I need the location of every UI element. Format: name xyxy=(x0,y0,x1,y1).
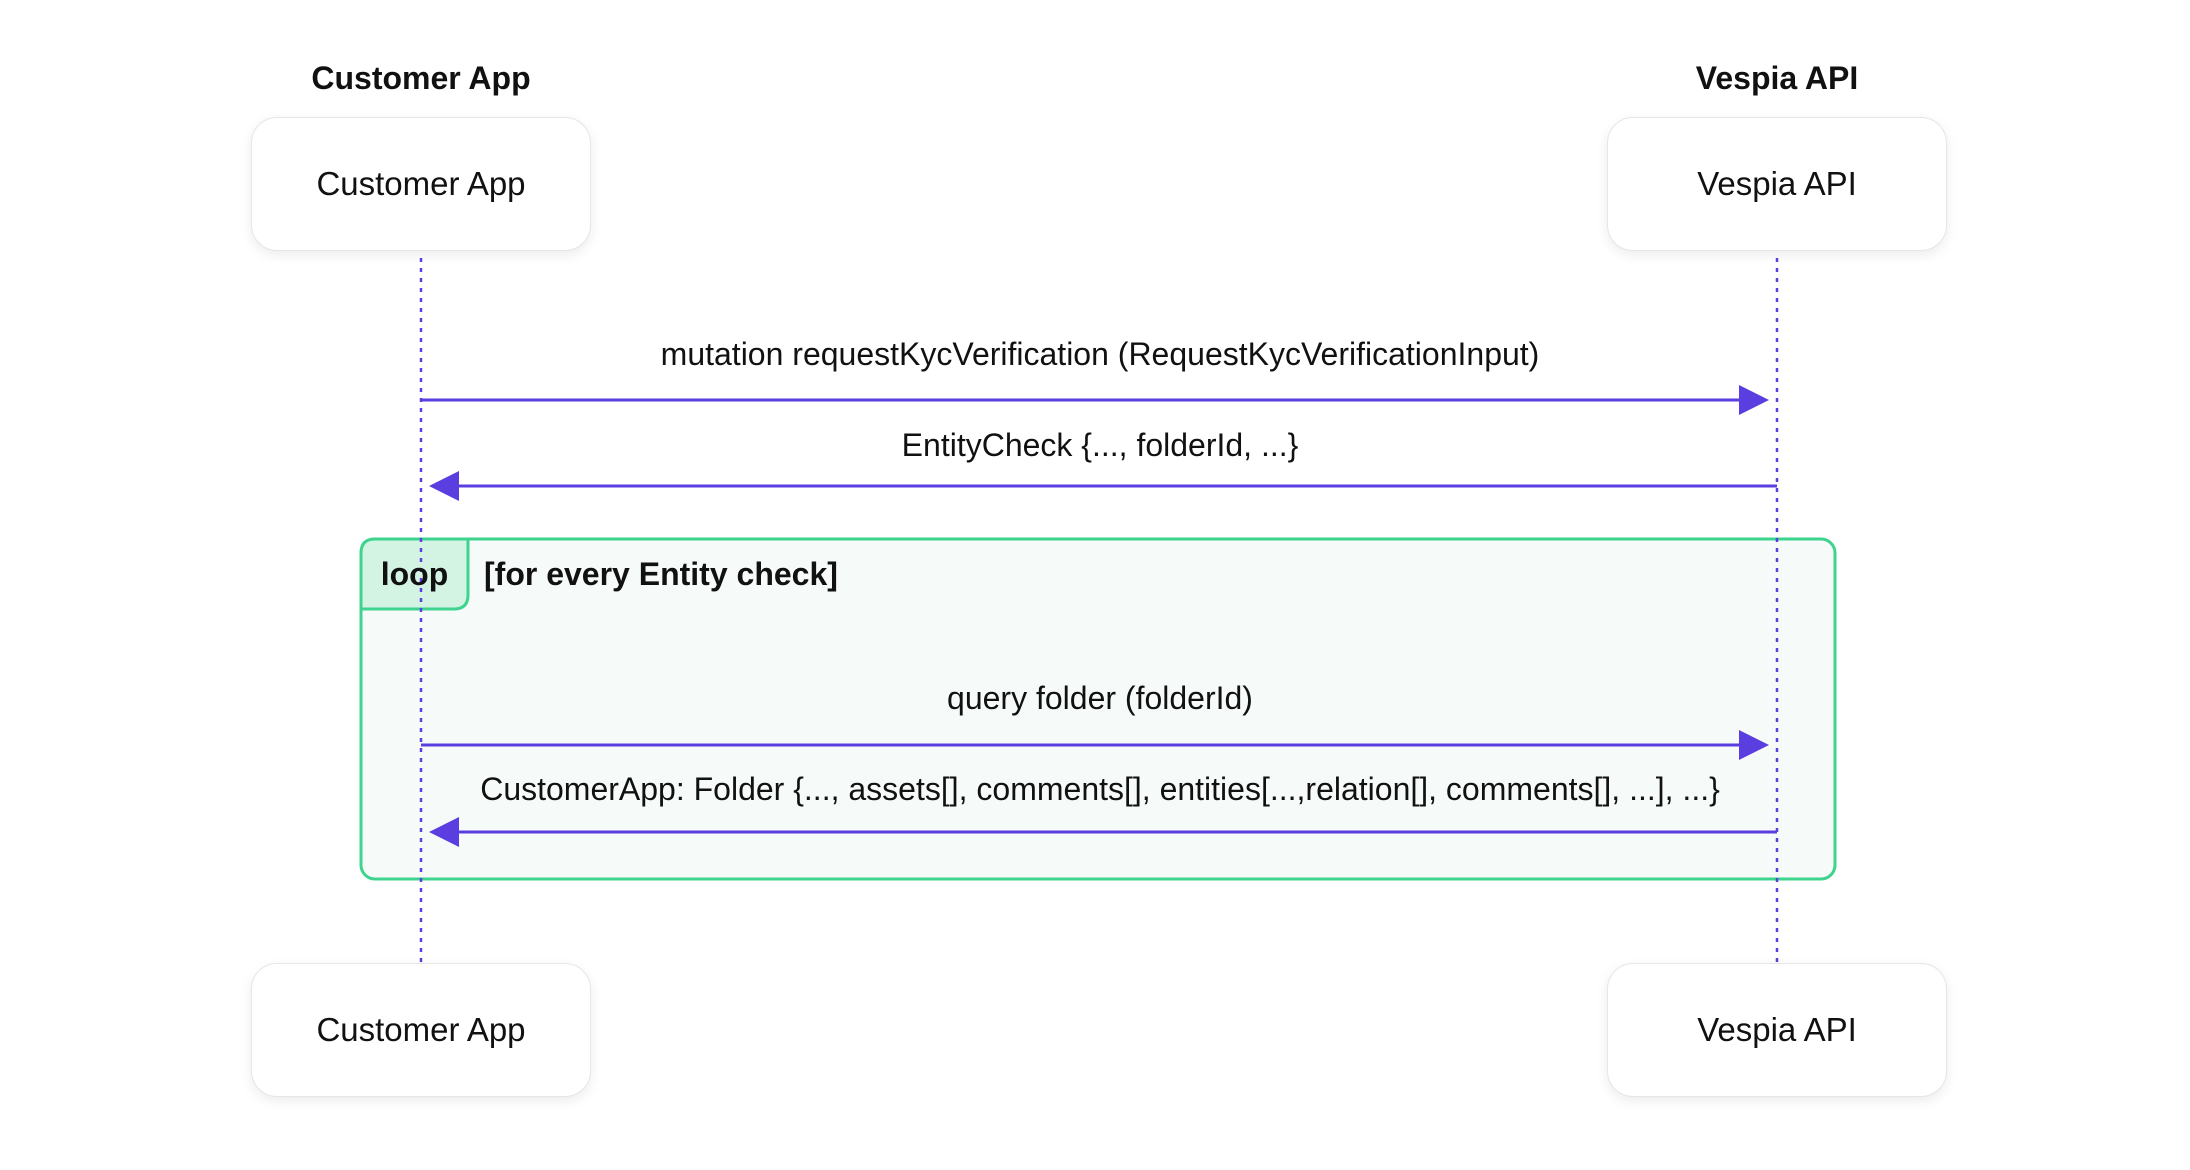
participant-label: Customer App xyxy=(316,165,526,202)
participant-box-top-vespia-api: Vespia API xyxy=(1607,117,1947,251)
loop-tab-shape xyxy=(359,537,470,611)
participant-heading-customer-app: Customer App xyxy=(311,60,531,96)
participant-label: Customer App xyxy=(316,1011,526,1048)
message-label-3: query folder (folderId) xyxy=(947,680,1253,716)
loop-keyword: loop xyxy=(380,555,449,592)
participant-box-top-customer-app: Customer App xyxy=(251,117,591,251)
participant-box-bottom-vespia-api: Vespia API xyxy=(1607,963,1947,1097)
participant-label: Vespia API xyxy=(1697,1011,1857,1048)
message-label-4: CustomerApp: Folder {..., assets[], comm… xyxy=(480,771,1720,807)
message-label-1: mutation requestKycVerification (Request… xyxy=(660,336,1540,372)
loop-frame xyxy=(359,537,1837,881)
participant-label: Vespia API xyxy=(1697,165,1857,202)
loop-guard-condition: [for every Entity check] xyxy=(484,556,838,592)
participant-heading-vespia-api: Vespia API xyxy=(1695,60,1859,96)
participant-box-bottom-customer-app: Customer App xyxy=(251,963,591,1097)
message-label-2: EntityCheck {..., folderId, ...} xyxy=(901,427,1299,463)
